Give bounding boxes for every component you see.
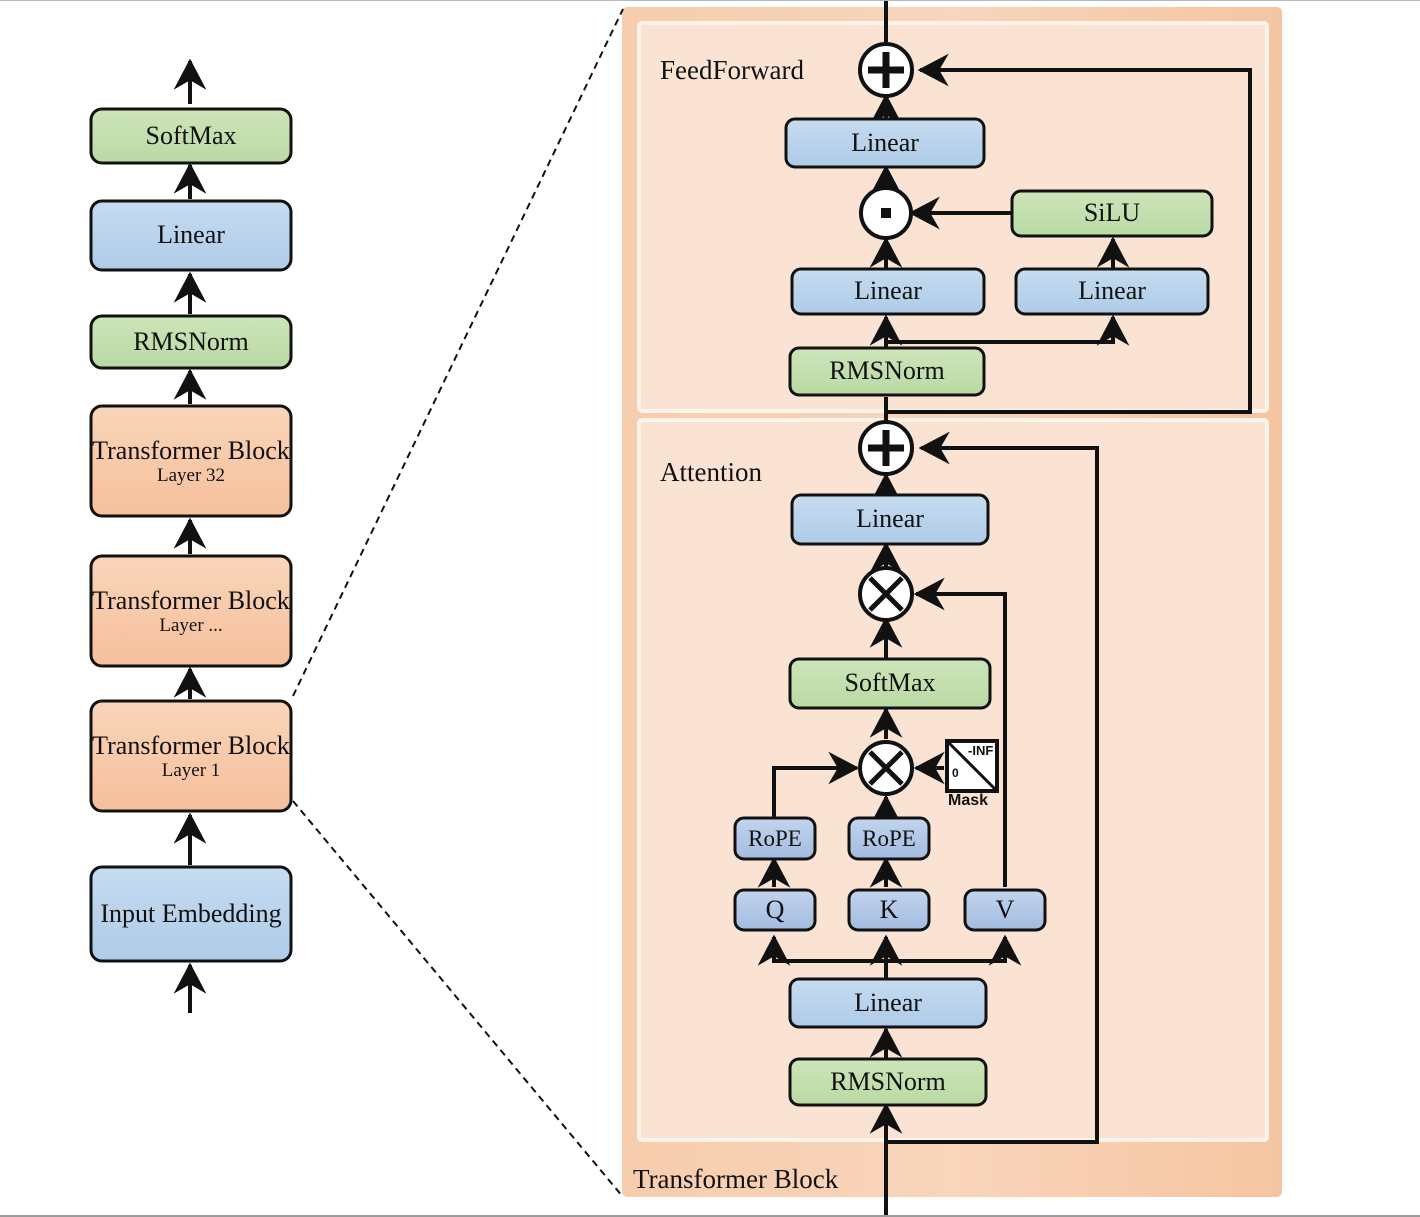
box-attn-softmax — [788, 657, 992, 710]
wire-qkv-linear-to-v — [886, 934, 1022, 966]
attention-mask-icon — [945, 739, 999, 793]
box-attn-rope-q — [733, 816, 817, 861]
box-linear — [89, 199, 293, 272]
box-attn-k — [847, 888, 931, 932]
wire-ff-rmsnorm-to-linear-up — [886, 314, 1130, 346]
box-ff-linear-out — [784, 117, 986, 169]
wire-qkv-linear-to-q — [757, 934, 886, 966]
box-ff-rmsnorm — [788, 346, 986, 397]
box-attn-v — [963, 888, 1047, 932]
box-attn-q — [733, 888, 817, 932]
box-transformer-block-32 — [89, 404, 293, 518]
op-feedforward-elementwise-mul — [859, 186, 913, 240]
op-feedforward-add — [858, 42, 914, 98]
perspective-line-top — [292, 8, 624, 697]
box-attn-rmsnorm — [788, 1057, 988, 1107]
wire-v-to-attention-matmul — [913, 577, 1007, 887]
box-ff-silu — [1010, 189, 1214, 238]
perspective-line-bottom — [292, 800, 624, 1198]
box-transformer-block-1 — [89, 699, 293, 813]
box-attn-linear-out — [790, 493, 990, 546]
box-transformer-block-dots — [89, 554, 293, 668]
op-attention-matmul-qk — [858, 740, 914, 796]
op-attention-add — [858, 420, 914, 476]
box-attn-rope-k — [847, 816, 931, 861]
op-attention-matmul-scores-values — [858, 566, 914, 622]
box-rmsnorm — [89, 314, 293, 370]
wire-rope-q-to-matmul — [772, 751, 860, 819]
box-softmax — [89, 107, 293, 165]
box-ff-linear-gate — [790, 267, 986, 316]
box-ff-linear-up — [1014, 267, 1210, 316]
box-attn-linear-qkv — [788, 977, 988, 1029]
feedforward-residual-wire — [886, 53, 1252, 414]
box-input-embedding — [89, 865, 293, 963]
attention-residual-wire — [886, 431, 1099, 1144]
